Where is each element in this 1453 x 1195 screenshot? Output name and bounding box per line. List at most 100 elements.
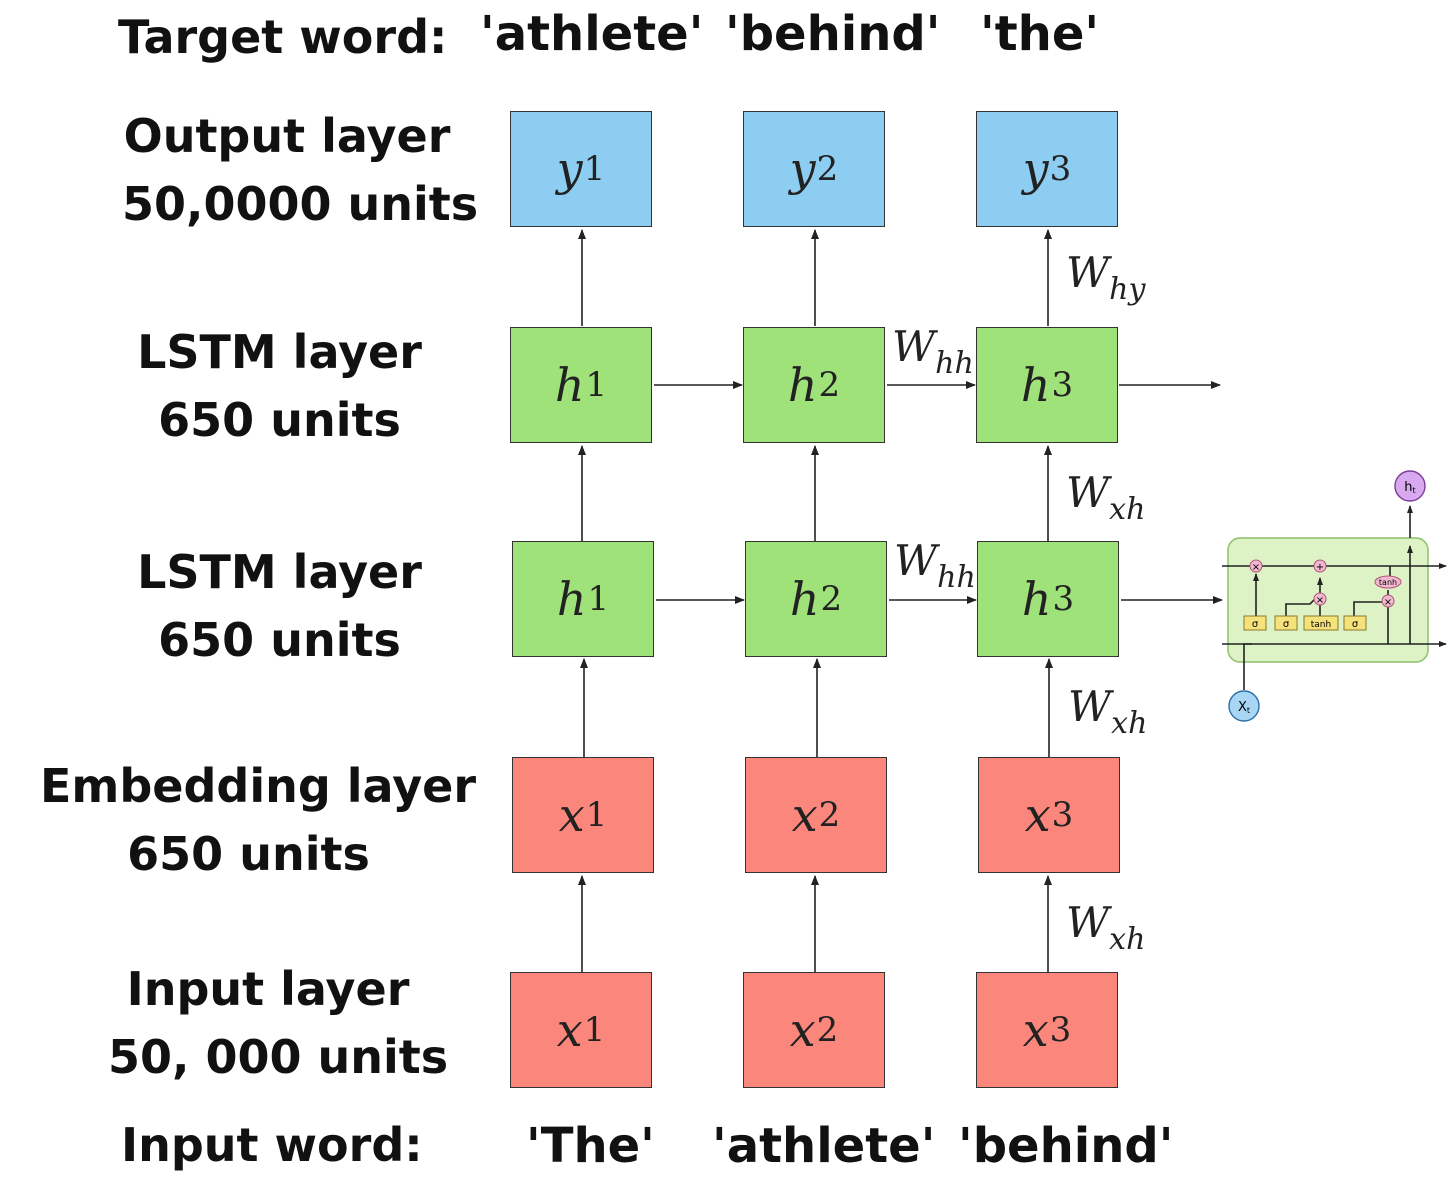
ht-node <box>1394 470 1426 502</box>
node-symbol: h <box>556 572 587 626</box>
weight-label-wxh-3: Wxh <box>1066 898 1145 957</box>
weight-symbol: W <box>1066 898 1110 947</box>
weight-label-why: Why <box>1066 248 1145 307</box>
target-word-3: 'the' <box>980 6 1100 62</box>
add-symbol: + <box>1316 562 1324 573</box>
layer-units: 650 units <box>158 393 401 447</box>
node-subscript: 2 <box>816 1010 839 1050</box>
xt-label: Xt <box>1238 700 1250 715</box>
weight-label-wxh-1: Wxh <box>1066 468 1145 527</box>
output-gate-label: σ <box>1352 619 1359 630</box>
node-subscript: 1 <box>585 365 608 405</box>
weight-subscript: xh <box>1109 922 1146 957</box>
node-symbol: y <box>556 142 583 196</box>
node-symbol: x <box>789 1003 816 1057</box>
forget-gate <box>1243 615 1267 631</box>
lstm-cell-body <box>1227 537 1429 663</box>
weight-label-whh-top: Whh <box>892 322 974 381</box>
weight-subscript: hh <box>935 346 974 381</box>
node-subscript: 1 <box>583 1010 606 1050</box>
layer-units: 650 units <box>127 827 370 881</box>
target-word-2: 'behind' <box>725 6 941 62</box>
target-word-label: Target word: <box>118 10 448 64</box>
ht-label: ht <box>1404 480 1415 495</box>
xt-symbol: X <box>1238 700 1247 715</box>
candidate-gate <box>1303 615 1339 631</box>
layer-units: 650 units <box>158 613 401 667</box>
weight-subscript: hh <box>937 560 976 595</box>
output-gate <box>1343 615 1367 631</box>
node-subscript: 3 <box>1051 795 1074 835</box>
node-symbol: h <box>1021 572 1052 626</box>
layer-label-output: Output layer 50,0000 units <box>122 102 478 238</box>
tanh-node <box>1374 575 1402 589</box>
layer-name: Embedding layer <box>40 759 477 813</box>
input-word-1: 'The' <box>526 1118 655 1174</box>
xt-node <box>1228 690 1260 722</box>
input-multiply-node <box>1313 592 1327 606</box>
lstm-cell-diagram: × + × tanh × σ σ tanh σ Xt ht <box>1222 470 1447 722</box>
layer-units: 50, 000 units <box>108 1030 449 1084</box>
node-symbol: x <box>1024 788 1051 842</box>
weight-symbol: W <box>894 536 938 585</box>
weight-subscript: hy <box>1109 272 1146 307</box>
layer-label-lstm-top: LSTM layer 650 units <box>122 318 437 454</box>
node-subscript: 2 <box>816 149 839 189</box>
node-subscript: 3 <box>1049 149 1072 189</box>
node-subscript: 3 <box>1051 365 1074 405</box>
input-word-2: 'athlete' <box>712 1118 936 1174</box>
node-symbol: h <box>554 358 585 412</box>
layer-label-embedding: Embedding layer 650 units <box>40 752 477 888</box>
forget-gate-label: σ <box>1252 619 1259 630</box>
gate-path-2 <box>1285 597 1317 616</box>
layer-name: LSTM layer <box>137 325 422 379</box>
node-symbol: x <box>556 1003 583 1057</box>
node-subscript: 1 <box>585 795 608 835</box>
add-node <box>1313 559 1327 573</box>
layer-name: Output layer <box>123 109 451 163</box>
node-symbol: x <box>791 788 818 842</box>
weight-subscript: xh <box>1111 706 1148 741</box>
weight-symbol: W <box>1066 248 1110 297</box>
node-symbol: y <box>1022 142 1049 196</box>
input-gate-label: σ <box>1283 619 1290 630</box>
layer-label-lstm-bottom: LSTM layer 650 units <box>122 538 437 674</box>
output-multiply-symbol: × <box>1384 597 1392 608</box>
target-word-1: 'athlete' <box>480 6 704 62</box>
weight-label-wxh-2: Wxh <box>1068 682 1147 741</box>
xt-subscript: t <box>1247 706 1250 715</box>
layer-name: LSTM layer <box>137 545 422 599</box>
weight-symbol: W <box>1068 682 1112 731</box>
candidate-gate-label: tanh <box>1311 620 1331 630</box>
ht-subscript: t <box>1413 486 1416 495</box>
node-symbol: h <box>789 572 820 626</box>
input-word-label: Input word: <box>121 1118 423 1172</box>
node-subscript: 1 <box>583 149 606 189</box>
weight-symbol: W <box>892 322 936 371</box>
input-gate <box>1274 615 1298 631</box>
weight-symbol: W <box>1066 468 1110 517</box>
node-symbol: x <box>558 788 585 842</box>
layer-name: Input layer <box>126 962 410 1016</box>
node-subscript: 2 <box>818 795 841 835</box>
forget-multiply-node <box>1249 559 1263 573</box>
node-subscript: 3 <box>1052 579 1075 619</box>
forget-multiply-symbol: × <box>1252 562 1260 573</box>
node-subscript: 3 <box>1049 1010 1072 1050</box>
input-word-3: 'behind' <box>958 1118 1174 1174</box>
